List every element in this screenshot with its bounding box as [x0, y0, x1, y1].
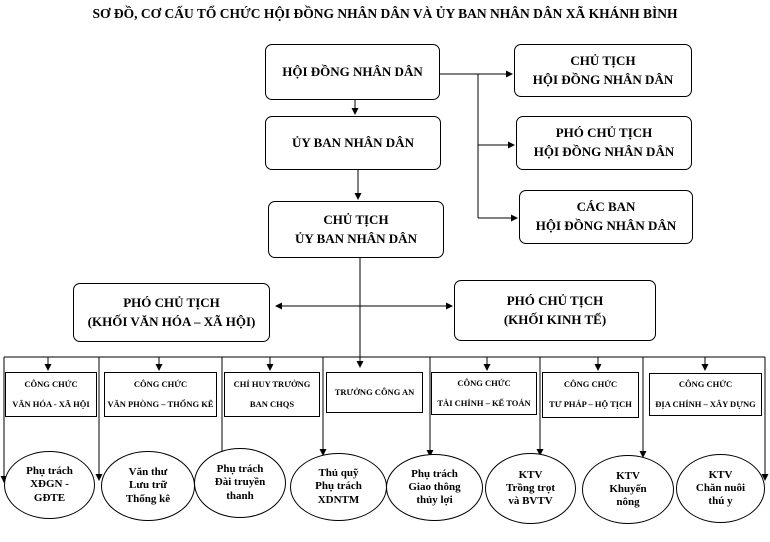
dept-line: CÔNG CHỨC	[563, 379, 618, 390]
dept-truong-cong-an: TRƯỞNG CÔNG AN	[326, 372, 423, 413]
staff-line: XDNTM	[317, 493, 360, 506]
dept-line: ĐỊA CHÍNH – XÂY DỰNG	[655, 398, 756, 409]
staff-van-thu: Văn thư Lưu trữ Thống kê	[101, 451, 195, 521]
staff-line: thủy lợi	[416, 494, 453, 507]
dept-line: TƯ PHÁP – HỘ TỊCH	[549, 399, 632, 409]
staff-line: Giao thông	[408, 480, 461, 493]
staff-line: KTV	[518, 468, 543, 481]
dept-tai-chinh-ke-toan: CÔNG CHỨC TÀI CHÍNH – KẾ TOÁN	[431, 372, 537, 415]
staff-line: Khuyến	[609, 482, 647, 495]
staff-line: thú y	[708, 495, 733, 508]
staff-line: Đài truyền	[214, 476, 266, 489]
dept-van-phong-thong-ke: CÔNG CHỨC VĂN PHÒNG – THỐNG KÊ	[104, 372, 217, 417]
staff-line: nông	[616, 496, 640, 509]
dept-ban-chqs: CHỈ HUY TRƯỞNG BAN CHQS	[224, 372, 320, 417]
dept-line: BAN CHQS	[249, 398, 295, 409]
ubnd-label: ỦY BAN NHÂN DÂN	[292, 134, 414, 150]
ct-hdnd-line-2: HỘI ĐỒNG NHÂN DÂN	[532, 71, 674, 87]
pct-vhxh-box: PHÓ CHỦ TỊCH (KHỐI VĂN HÓA – XÃ HỘI)	[73, 283, 270, 342]
staff-line: Phụ trách	[26, 465, 73, 478]
dept-line: CHỈ HUY TRƯỞNG	[233, 378, 311, 389]
staff-dai-truyen-thanh: Phụ trách Đài truyền thanh	[194, 448, 286, 518]
pct-kt-box: PHÓ CHỦ TỊCH (KHỐI KINH TẾ)	[454, 280, 656, 341]
dept-van-hoa-xa-hoi: CÔNG CHỨC VĂN HÓA - XÃ HỘI	[5, 372, 97, 417]
staff-line: Phụ trách	[411, 467, 458, 480]
dept-line: TRƯỞNG CÔNG AN	[334, 386, 415, 397]
pct-kt-line-1: PHÓ CHỦ TỊCH	[506, 292, 604, 308]
pct-vhxh-line-2: (KHỐI VĂN HÓA – XÃ HỘI)	[87, 313, 256, 329]
cac-ban-box: CÁC BAN HỘI ĐỒNG NHÂN DÂN	[519, 190, 693, 244]
staff-line: KTV	[708, 468, 733, 481]
ct-hdnd-line-1: CHỦ TỊCH	[570, 52, 636, 68]
dept-line: CÔNG CHỨC	[133, 378, 188, 389]
staff-line: Phụ trách	[315, 480, 362, 493]
staff-trong-trot: KTV Trồng trọt và BVTV	[485, 453, 576, 524]
dept-line: CÔNG CHỨC	[457, 377, 511, 388]
pct-hdnd-box: PHÓ CHỦ TỊCH HỘI ĐỒNG NHÂN DÂN	[516, 116, 692, 170]
staff-chan-nuoi: KTV Chăn nuôi thú y	[676, 454, 765, 523]
hdnd-label: HỘI ĐỒNG NHÂN DÂN	[282, 63, 423, 79]
hdnd-box: HỘI ĐỒNG NHÂN DÂN	[265, 44, 440, 100]
cac-ban-line-1: CÁC BAN	[576, 199, 636, 215]
staff-line: thanh	[226, 489, 254, 502]
cac-ban-line-2: HỘI ĐỒNG NHÂN DÂN	[535, 218, 677, 233]
ct-ubnd-line-1: CHỦ TỊCH	[323, 211, 389, 227]
staff-line: Lưu trữ	[129, 479, 167, 492]
ubnd-box: ỦY BAN NHÂN DÂN	[265, 116, 441, 170]
staff-line: Chăn nuôi	[695, 481, 746, 494]
ct-ubnd-line-2: ỦY BAN NHÂN DÂN	[295, 230, 417, 246]
staff-line: KTV	[616, 469, 640, 482]
dept-line: VĂN HÓA - XÃ HỘI	[12, 398, 90, 409]
dept-line: VĂN PHÒNG – THỐNG KÊ	[107, 398, 214, 409]
staff-xdgn-gdte: Phụ trách XĐGN - GĐTE	[4, 451, 95, 519]
staff-line: Thủ quỹ	[318, 467, 359, 480]
dept-line: CÔNG CHỨC	[24, 378, 78, 389]
ct-ubnd-box: CHỦ TỊCH ỦY BAN NHÂN DÂN	[268, 201, 444, 258]
staff-thu-quy: Thủ quỹ Phụ trách XDNTM	[290, 453, 387, 521]
pct-kt-line-2: (KHỐI KINH TẾ)	[503, 311, 607, 327]
page-title: SƠ ĐỒ, CƠ CẤU TỔ CHỨC HỘI ĐỒNG NHÂN DÂN …	[92, 6, 678, 21]
ct-hdnd-box: CHỦ TỊCH HỘI ĐỒNG NHÂN DÂN	[514, 44, 692, 97]
dept-line: TÀI CHÍNH – KẾ TOÁN	[437, 397, 531, 408]
dept-dia-chinh-xay-dung: CÔNG CHỨC ĐỊA CHÍNH – XÂY DỰNG	[649, 373, 762, 416]
pct-hdnd-line-2: HỘI ĐỒNG NHÂN DÂN	[533, 144, 675, 159]
pct-vhxh-line-1: PHÓ CHỦ TỊCH	[123, 294, 220, 310]
staff-line: Phụ trách	[216, 463, 264, 476]
staff-line: GĐTE	[33, 491, 66, 504]
staff-line: XĐGN -	[30, 478, 69, 491]
staff-giao-thong: Phụ trách Giao thông thủy lợi	[386, 454, 483, 521]
staff-line: Trồng trọt	[506, 481, 555, 494]
staff-line: Thống kê	[125, 492, 171, 505]
staff-line: Văn thư	[128, 466, 168, 479]
dept-line: CÔNG CHỨC	[678, 378, 733, 389]
dept-tu-phap-ho-tich: CÔNG CHỨC TƯ PHÁP – HỘ TỊCH	[542, 372, 639, 418]
staff-line: và BVTV	[508, 495, 553, 508]
pct-hdnd-line-1: PHÓ CHỦ TỊCH	[555, 125, 653, 141]
staff-khuyen-nong: KTV Khuyến nông	[582, 455, 674, 524]
